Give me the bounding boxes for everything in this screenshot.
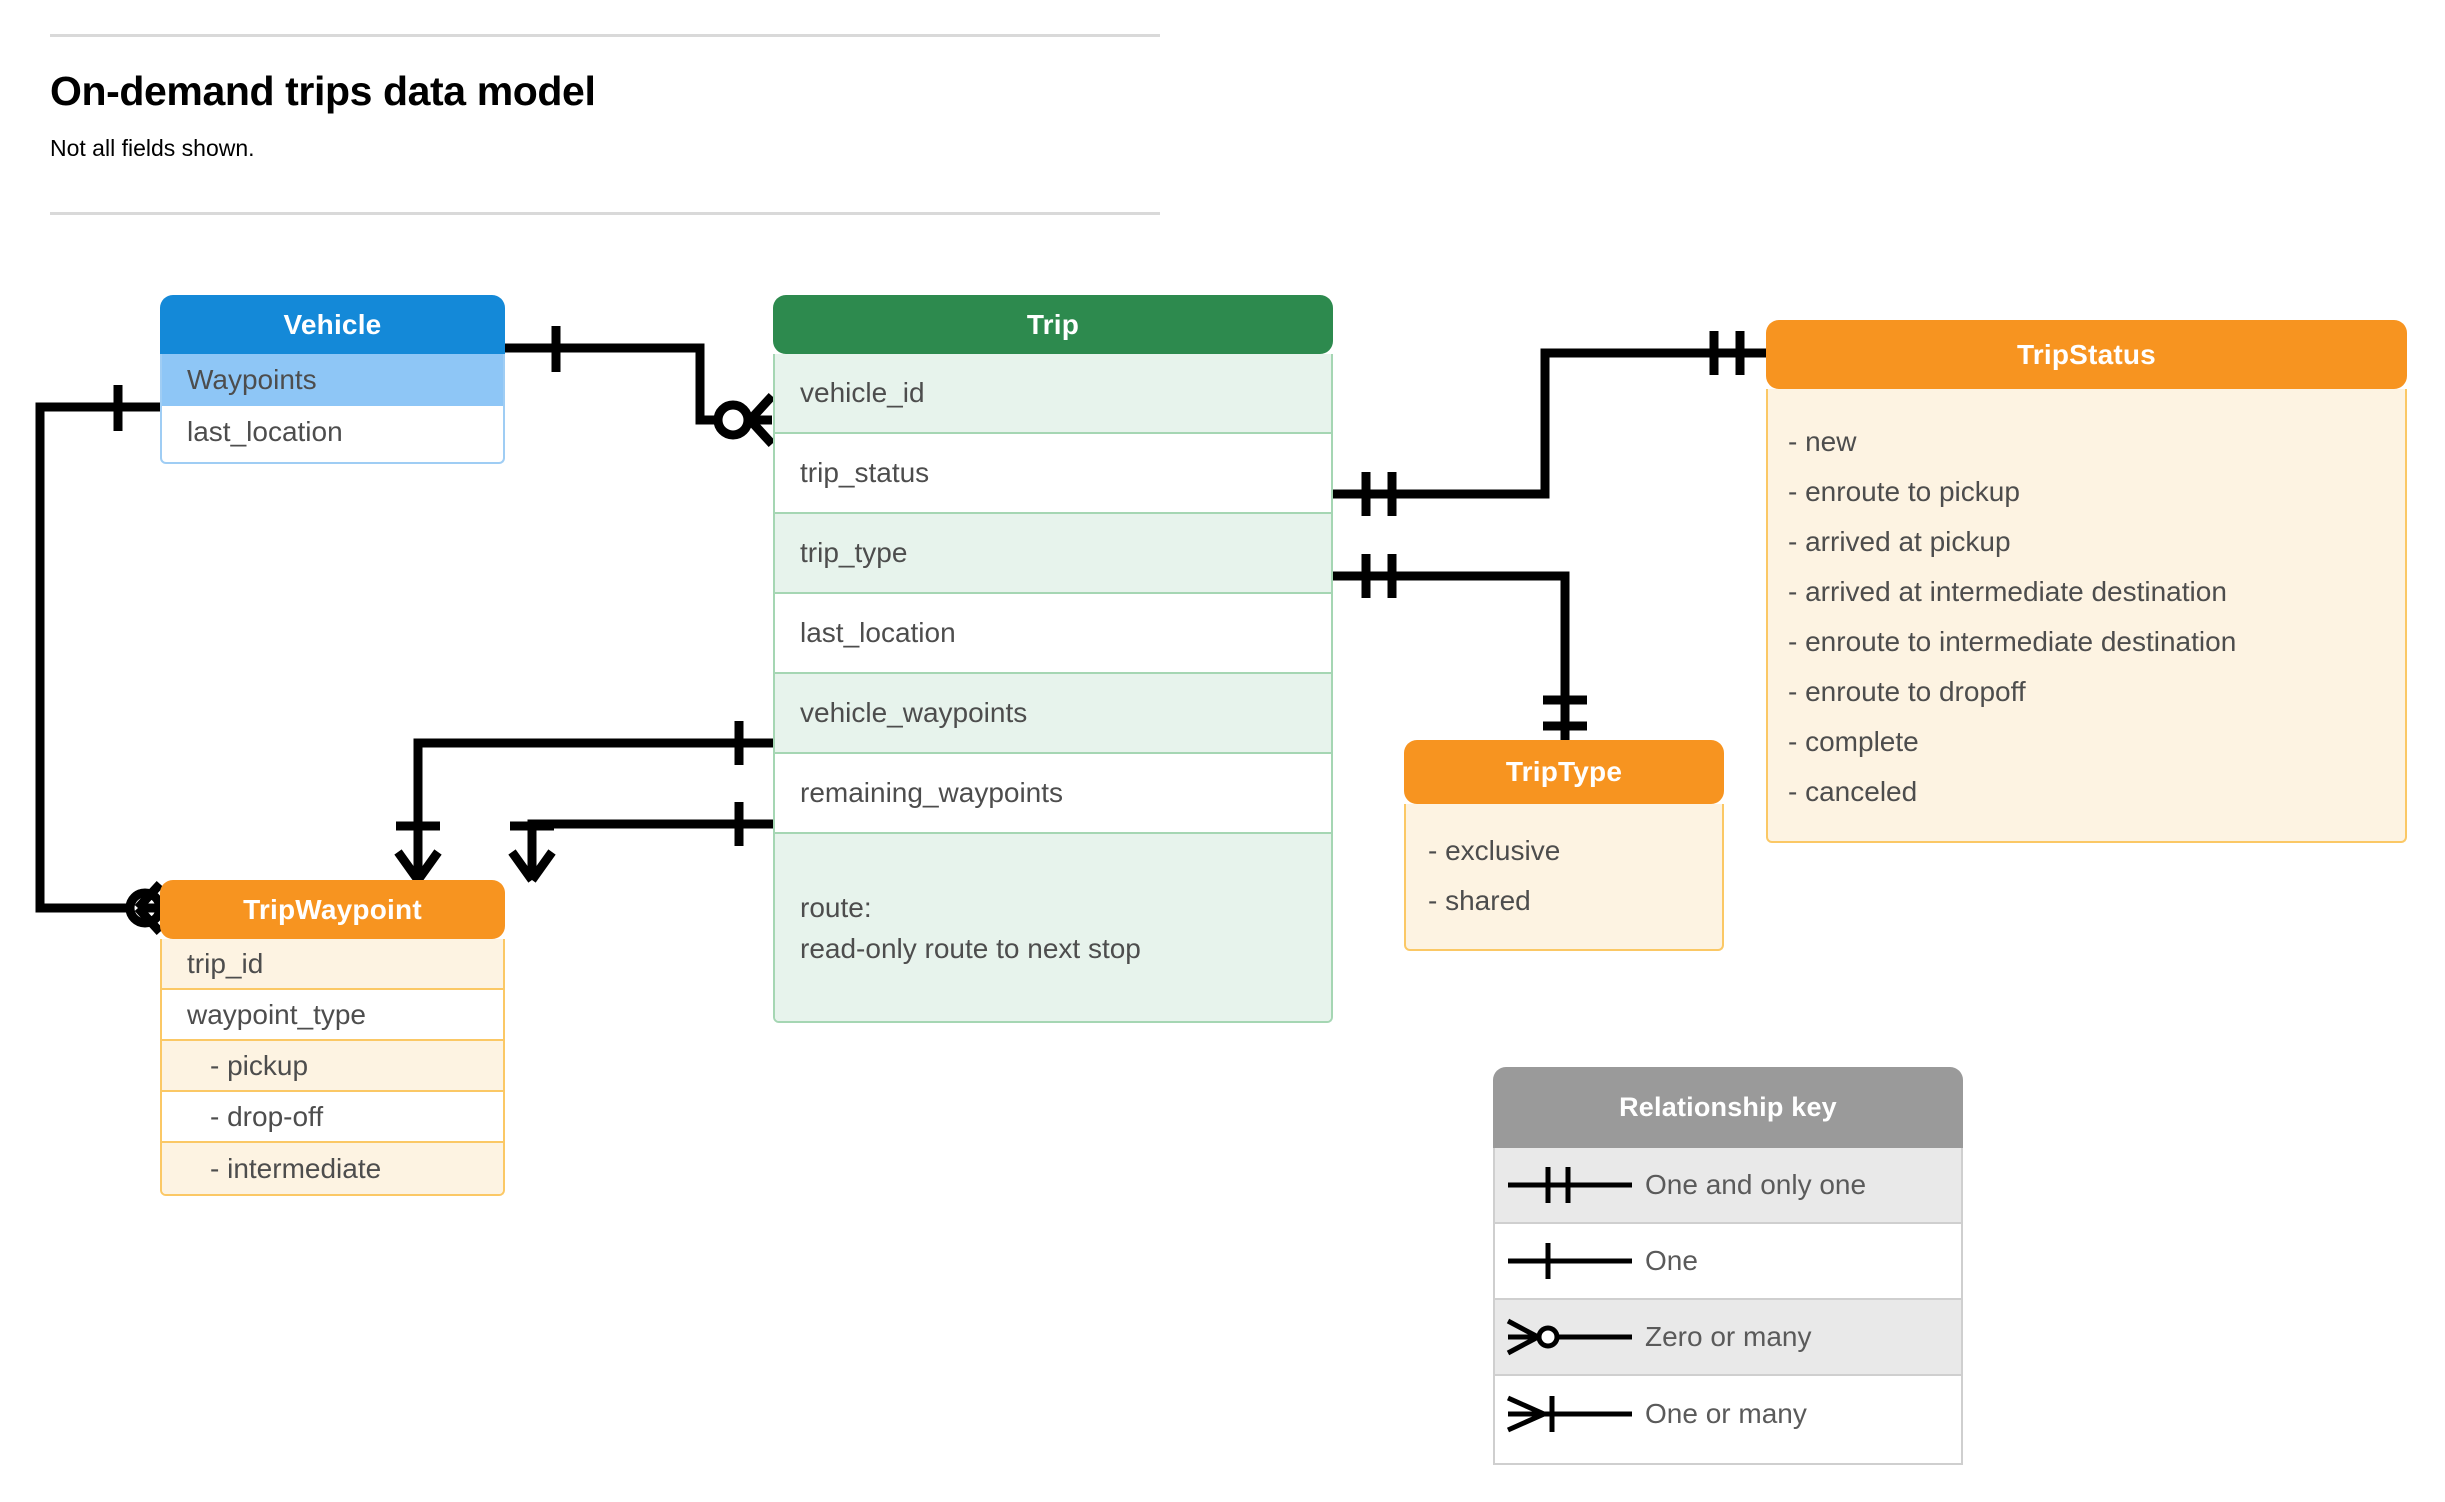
connector-trip-triptype — [1333, 571, 1570, 740]
enum-value: - complete — [1788, 726, 1919, 757]
legend-row: One or many — [1495, 1376, 1961, 1452]
enum-value: - enroute to pickup — [1788, 476, 2020, 507]
entity-triptype-values: - exclusive - shared — [1404, 804, 1724, 951]
field-row[interactable]: trip_type — [775, 514, 1331, 594]
route-line-1: route: — [800, 891, 872, 923]
field-row[interactable]: vehicle_waypoints — [775, 674, 1331, 754]
connector-vehicle-trip — [505, 343, 760, 425]
entity-tripwaypoint[interactable]: TripWaypoint — [160, 880, 505, 939]
connector-trip-tripstatus — [1333, 348, 1766, 499]
one-icon — [1495, 1238, 1645, 1284]
legend-label: One and only one — [1645, 1169, 1867, 1200]
field-row[interactable]: remaining_waypoints — [775, 754, 1331, 834]
field-row[interactable]: Waypoints — [162, 354, 503, 406]
enum-value: - canceled — [1788, 776, 1918, 807]
field-row-route[interactable]: route: read-only route to next stop — [775, 834, 1331, 1021]
enum-value: - enroute to intermediate destination — [1788, 626, 2237, 657]
entity-trip[interactable]: Trip — [773, 295, 1333, 354]
field-row[interactable]: last_location — [775, 594, 1331, 674]
entity-tripwaypoint-fields: trip_id waypoint_type - pickup - drop-of… — [160, 939, 505, 1196]
entity-tripstatus-values: - new - enroute to pickup - arrived at p… — [1766, 389, 2407, 843]
zero-or-many-icon — [1495, 1314, 1645, 1360]
enum-value: - new — [1788, 426, 1857, 457]
entity-trip-title: Trip — [773, 295, 1333, 354]
page-subtitle: Not all fields shown. — [50, 135, 255, 161]
entity-tripstatus-title: TripStatus — [1766, 320, 2407, 389]
entity-vehicle-title: Vehicle — [160, 295, 505, 354]
entity-tripwaypoint-title: TripWaypoint — [160, 880, 505, 939]
enum-value: - exclusive — [1428, 835, 1561, 866]
field-row[interactable]: trip_id — [162, 939, 503, 990]
legend-title: Relationship key — [1493, 1067, 1963, 1148]
legend-row: Zero or many — [1495, 1300, 1961, 1376]
one-or-many-icon — [1495, 1391, 1645, 1437]
entity-vehicle-fields: Waypoints last_location — [160, 354, 505, 464]
enum-value: - shared — [1428, 885, 1531, 916]
entity-tripstatus[interactable]: TripStatus — [1766, 320, 2407, 389]
field-row[interactable]: waypoint_type — [162, 990, 503, 1041]
legend-panel: Relationship key — [1493, 1067, 1963, 1148]
legend-label: One or many — [1645, 1398, 1807, 1429]
legend-label: One — [1645, 1245, 1698, 1276]
field-row[interactable]: - pickup — [162, 1041, 503, 1092]
field-row[interactable]: last_location — [162, 406, 503, 458]
field-row[interactable]: trip_status — [775, 434, 1331, 514]
connector-remaining-waypoints-field — [527, 819, 773, 852]
field-row[interactable]: - intermediate — [162, 1143, 503, 1194]
connector-vehicle-waypoints-tripwaypoint — [35, 402, 160, 913]
field-row[interactable]: - drop-off — [162, 1092, 503, 1143]
enum-value: - arrived at pickup — [1788, 526, 2011, 557]
entity-trip-fields: vehicle_id trip_status trip_type last_lo… — [773, 354, 1333, 1023]
header-divider-bottom — [50, 212, 1160, 215]
enum-value: - enroute to dropoff — [1788, 676, 2026, 707]
legend-row: One — [1495, 1224, 1961, 1300]
header-divider-top — [50, 34, 1160, 37]
page-title: On-demand trips data model — [50, 68, 596, 114]
connector-vehicle-waypoints-field — [413, 738, 773, 852]
enum-value: - arrived at intermediate destination — [1788, 576, 2227, 607]
entity-triptype[interactable]: TripType — [1404, 740, 1724, 804]
legend-label: Zero or many — [1645, 1321, 1812, 1352]
legend-rows: One and only one One — [1493, 1148, 1963, 1465]
one-and-only-one-icon — [1495, 1162, 1645, 1208]
field-row[interactable]: vehicle_id — [775, 354, 1331, 434]
entity-triptype-title: TripType — [1404, 740, 1724, 804]
legend-row: One and only one — [1495, 1148, 1961, 1224]
route-line-2: read-only route to next stop — [800, 932, 1141, 964]
entity-vehicle[interactable]: Vehicle — [160, 295, 505, 392]
